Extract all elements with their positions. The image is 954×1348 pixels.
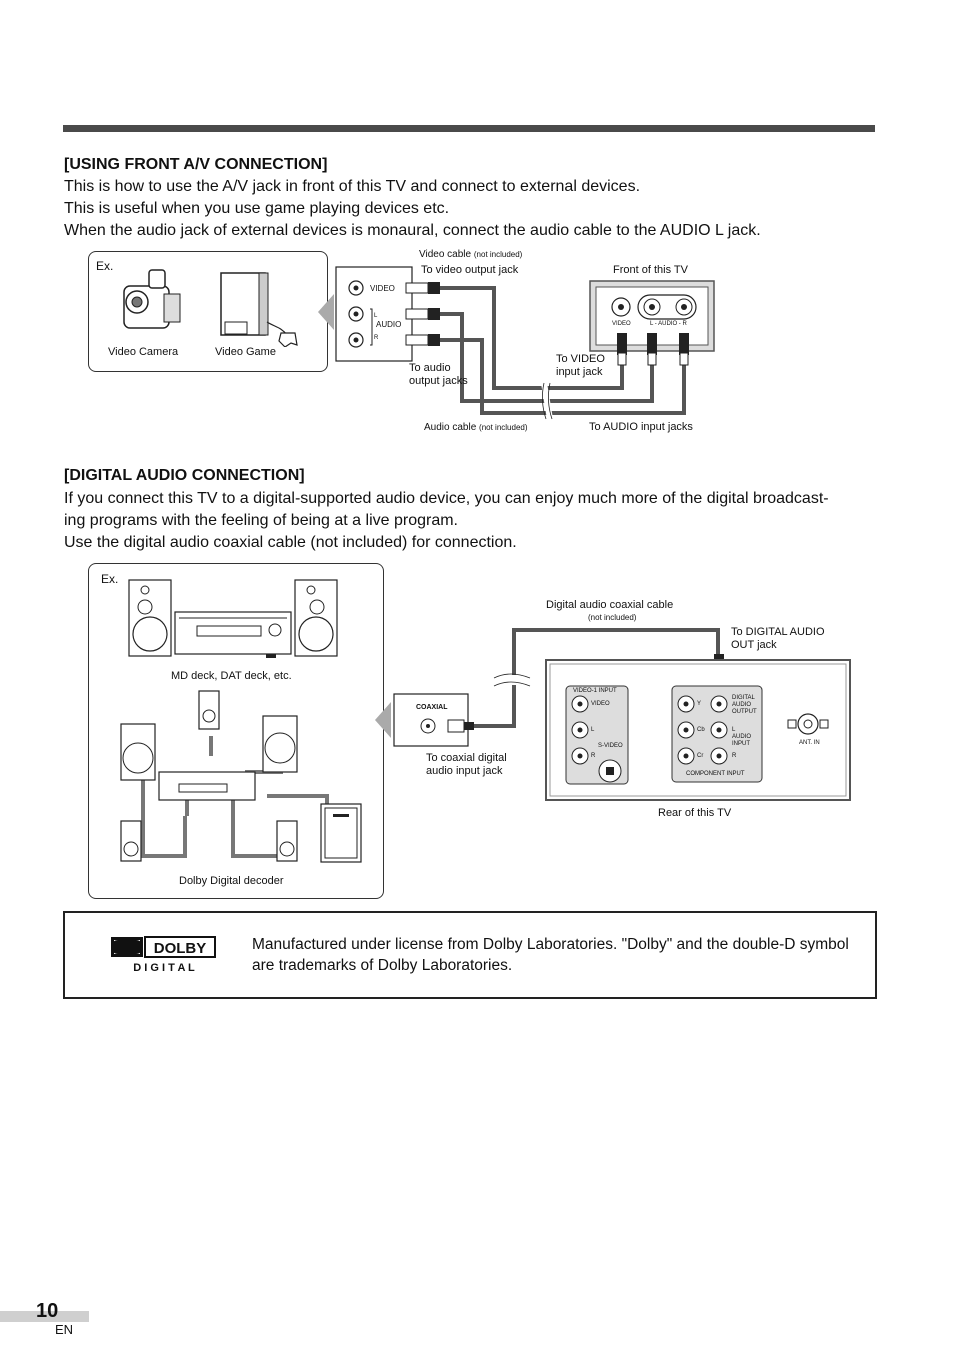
jack-audio-label: AUDIO xyxy=(376,320,402,329)
to-audio-output-label: To audio output jacks xyxy=(409,362,468,387)
to-video-input-label: To VIDEO input jack xyxy=(556,353,605,378)
video1-input-label: VIDEO-1 INPUT xyxy=(573,688,617,694)
coax-cable-label: Digital audio coaxial cable xyxy=(546,599,674,611)
y-label: Y xyxy=(697,701,702,707)
paragraph-line: This is useful when you use game playing… xyxy=(64,200,450,217)
dolby-logo-word: DOLBY xyxy=(154,940,207,957)
ant-in-label: ANT. IN xyxy=(799,740,820,746)
r-label: R xyxy=(732,753,737,759)
trademark-text: Manufactured under license from Dolby La… xyxy=(252,936,849,974)
jack-l-label: L xyxy=(374,313,378,319)
digital-audio-connection-diagram xyxy=(393,628,851,801)
paragraph-line: Use the digital audio coaxial cable (not… xyxy=(64,534,517,551)
svideo-label: S-VIDEO xyxy=(598,743,623,749)
example-label: Ex. xyxy=(101,572,119,586)
to-digital-out-label: To DIGITAL AUDIO OUT jack xyxy=(731,626,825,651)
to-video-output-label: To video output jack xyxy=(421,264,519,276)
cb-label: Cb xyxy=(697,727,705,733)
component-input-label: COMPONENT INPUT xyxy=(686,771,745,777)
section-heading-front-av: [USING FRONT A/V CONNECTION] xyxy=(64,156,328,173)
dolby-decoder-label: Dolby Digital decoder xyxy=(179,875,284,887)
coaxial-label: COAXIAL xyxy=(416,704,448,711)
trademark-notice: DOLBY D I G I T A L Manufactured under l… xyxy=(63,911,877,999)
rear-of-tv-label: Rear of this TV xyxy=(658,807,732,819)
paragraph-line: ing programs with the feeling of being a… xyxy=(64,512,458,529)
jack-video-label: VIDEO xyxy=(370,284,395,293)
cr-label: Cr xyxy=(697,753,704,759)
to-coaxial-input-label: To coaxial digital audio input jack xyxy=(426,752,507,777)
l-label: L xyxy=(591,727,595,733)
stereo-system-icon xyxy=(128,579,338,658)
paragraph-line: When the audio jack of external devices … xyxy=(64,222,761,239)
paragraph-line: If you connect this TV to a digital-supp… xyxy=(64,490,829,507)
section-heading-digital-audio: [DIGITAL AUDIO CONNECTION] xyxy=(64,467,305,484)
not-included-label: (not included) xyxy=(588,613,637,622)
section-text-front-av: This is how to use the A/V jack in front… xyxy=(64,176,904,242)
audio-input-label: AUDIO INPUT xyxy=(732,734,752,747)
front-av-connection-diagram xyxy=(335,266,715,420)
language-label: EN xyxy=(55,1322,74,1337)
video-camera-label: Video Camera xyxy=(108,346,179,358)
page-number-bar xyxy=(0,1311,89,1322)
page-number: 10 xyxy=(36,1300,59,1322)
to-audio-inputs-label: To AUDIO input jacks xyxy=(589,421,693,433)
front-of-tv-label: Front of this TV xyxy=(613,264,688,276)
digital-audio-output-label: DIGITAL AUDIO OUTPUT xyxy=(732,695,757,715)
paragraph-line: This is how to use the A/V jack in front… xyxy=(64,178,641,195)
l-label: L xyxy=(732,727,736,733)
dolby-logo-sub: D I G I T A L xyxy=(133,962,195,974)
top-rule xyxy=(63,125,875,132)
game-console-icon xyxy=(220,272,298,347)
surround-system-icon xyxy=(120,690,362,863)
example-devices-box: Ex. Video Camera Video Game xyxy=(88,251,328,372)
video-label: VIDEO xyxy=(591,701,610,707)
r-label: R xyxy=(591,753,596,759)
dolby-digital-logo: DOLBY D I G I T A L xyxy=(111,936,216,974)
example-audio-devices-box: Ex. MD deck, DAT deck, etc. Dolby Digit xyxy=(88,563,384,899)
arrow-pointer-icon xyxy=(375,702,391,738)
arrow-pointer-icon xyxy=(318,294,334,330)
md-deck-label: MD deck, DAT deck, etc. xyxy=(171,670,292,682)
video-camera-icon xyxy=(123,269,181,329)
jack-r-label: R xyxy=(374,335,379,341)
video-game-label: Video Game xyxy=(215,346,276,358)
tv-video-label: VIDEO xyxy=(612,321,631,327)
tv-audio-label: L - AUDIO - R xyxy=(650,321,687,327)
video-cable-label: Video cable (not included) xyxy=(419,249,523,260)
section-text-digital-audio: If you connect this TV to a digital-supp… xyxy=(64,488,904,554)
example-label: Ex. xyxy=(96,259,114,273)
audio-cable-label: Audio cable (not included) xyxy=(424,422,528,433)
